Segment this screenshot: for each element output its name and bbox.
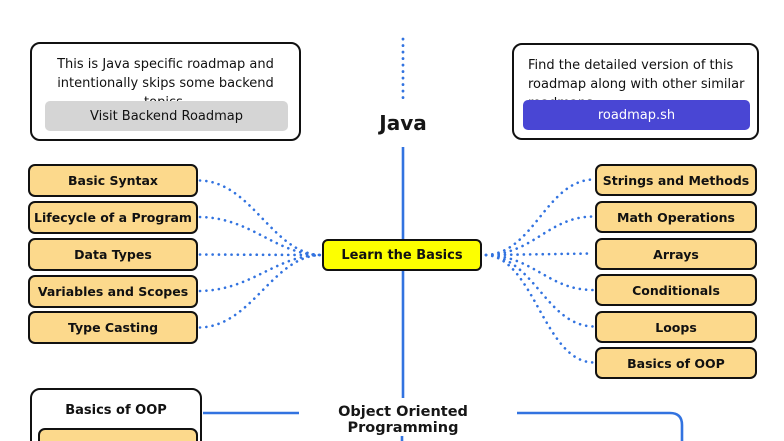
topic-lifecycle-of-a-program[interactable]: Lifecycle of a Program bbox=[28, 201, 198, 234]
basics-of-oop-group: Basics of OOP Classes and Objects bbox=[30, 388, 202, 441]
left-topic-connectors bbox=[198, 179, 322, 329]
detailed-roadmap-card: Find the detailed version of this roadma… bbox=[512, 43, 759, 140]
section-object-oriented-programming: Object Oriented Programming bbox=[303, 404, 503, 436]
topic-basic-syntax[interactable]: Basic Syntax bbox=[28, 164, 198, 197]
oop-right-line bbox=[517, 411, 684, 441]
topic-classes-and-objects[interactable]: Classes and Objects bbox=[38, 428, 198, 441]
topic-type-casting[interactable]: Type Casting bbox=[28, 311, 198, 344]
topic-basics-of-oop[interactable]: Basics of OOP bbox=[595, 347, 757, 379]
topic-variables-and-scopes[interactable]: Variables and Scopes bbox=[28, 275, 198, 308]
topic-loops[interactable]: Loops bbox=[595, 311, 757, 343]
topic-learn-the-basics[interactable]: Learn the Basics bbox=[322, 239, 482, 271]
topic-strings-and-methods[interactable]: Strings and Methods bbox=[595, 164, 757, 196]
roadmap-title: Java bbox=[379, 111, 427, 135]
topic-conditionals[interactable]: Conditionals bbox=[595, 274, 757, 306]
right-topic-connectors bbox=[484, 178, 595, 364]
backend-note-card: This is Java specific roadmap and intent… bbox=[30, 42, 301, 141]
topic-data-types[interactable]: Data Types bbox=[28, 238, 198, 271]
basics-of-oop-group-title: Basics of OOP bbox=[65, 403, 167, 418]
topic-arrays[interactable]: Arrays bbox=[595, 238, 757, 270]
visit-backend-roadmap-button[interactable]: Visit Backend Roadmap bbox=[45, 101, 288, 131]
topic-math-operations[interactable]: Math Operations bbox=[595, 201, 757, 233]
roadmap-sh-button[interactable]: roadmap.sh bbox=[523, 100, 750, 130]
